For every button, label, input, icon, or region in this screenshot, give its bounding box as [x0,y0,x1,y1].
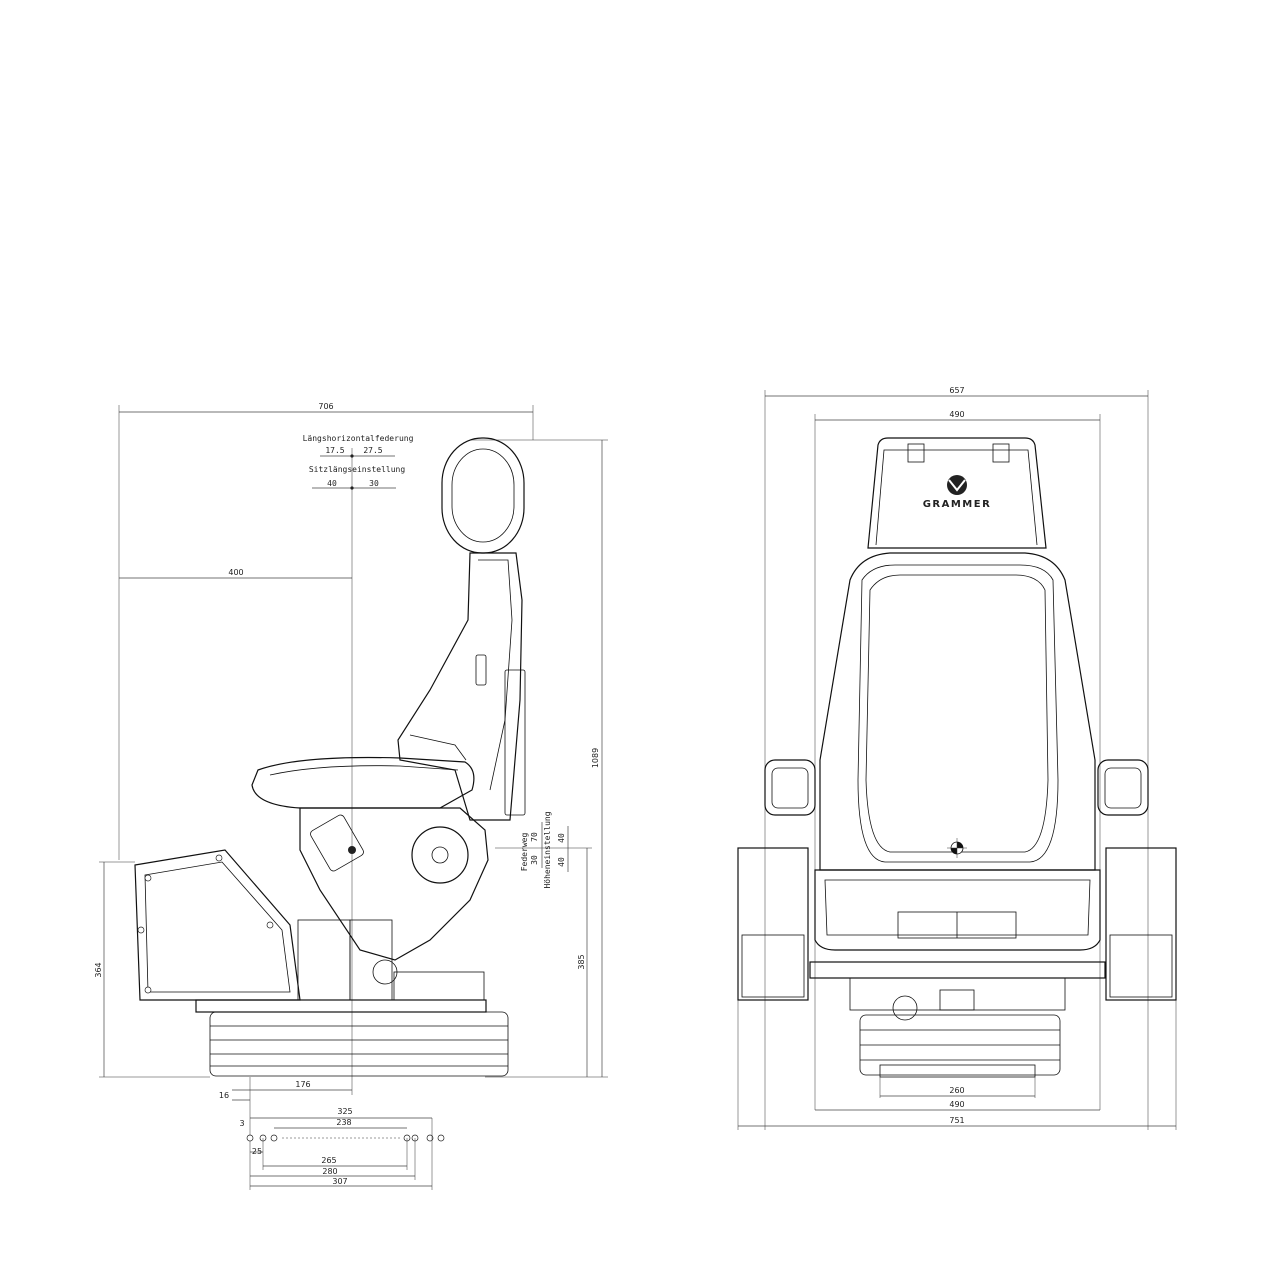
dim-rail-offset: 176 [295,1080,310,1089]
dim-inner-top: 490 [949,410,964,419]
backrest-outline [397,552,523,821]
front-armrest-right [1097,759,1149,816]
front-armrest-left [764,759,816,816]
dim-overall-length: 706 [318,402,333,411]
seat-cushion-outline [251,756,475,809]
dim-hole-25: 25 [252,1147,262,1156]
mount-hole [426,1134,434,1142]
fore-aft-rear: 40 [327,479,337,488]
horizontal-suspension-front: 27.5 [363,446,382,455]
height-adjust-a: 40 [557,857,566,867]
height-adjust-label: Höheneinstellung [543,811,552,888]
front-backrest [819,552,1096,871]
base-frame [195,999,487,1013]
brand-label: GRAMMER [923,499,992,510]
dim-to-center: 400 [228,568,243,577]
dim-hole-325: 325 [337,1107,352,1116]
dim-overall-top: 657 [949,386,964,395]
dim-height-total: 1089 [591,748,600,768]
dim-hole-265: 265 [321,1156,336,1165]
vertical-suspension-label: Federweg [520,833,529,872]
center-mark-icon [947,838,967,858]
fore-aft-front: 30 [369,479,379,488]
horizontal-suspension-label: Längshorizontalfederung [303,434,414,443]
mount-hole [270,1134,278,1142]
dim-hole-238: 238 [336,1118,351,1127]
dim-hole-280: 280 [322,1167,337,1176]
front-view: 657 490 GRAMMER [737,386,1177,1130]
dim-base-490: 490 [949,1100,964,1109]
side-console [134,849,301,1001]
front-console-right [1105,847,1177,1001]
dim-hole-307: 307 [332,1177,347,1186]
front-base-frame [809,961,1106,979]
vertical-suspension-b: 70 [530,832,539,842]
height-adjust-b: 40 [557,833,566,843]
horizontal-suspension-rear: 17.5 [325,446,344,455]
dim-base-height: 364 [94,962,103,977]
suspension-mechanism [299,807,489,961]
headrest-outline [441,437,525,554]
dim-base-260: 260 [949,1086,964,1095]
vertical-suspension-a: 30 [530,855,539,865]
grammer-logo-icon [947,475,967,495]
mount-hole [437,1134,445,1142]
side-view: 706 400 Längshorizontalfederung 17.5 27.… [94,402,608,1190]
mount-hole [246,1134,254,1142]
front-console-left [737,847,809,1001]
dim-seat-height: 385 [577,954,586,969]
front-headrest [867,437,1047,549]
dim-hole-3: 3 [239,1119,244,1128]
fore-aft-label: Sitzlängseinstellung [309,465,406,474]
dim-offset-rear: 16 [219,1091,229,1100]
dim-overall-bottom: 751 [949,1116,964,1125]
front-seat-cushion [814,869,1101,951]
